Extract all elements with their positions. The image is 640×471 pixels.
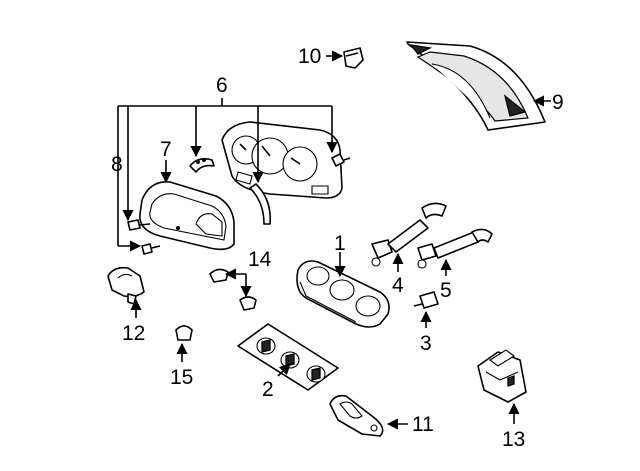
callout-7: 7	[160, 138, 172, 161]
leader-2	[277, 363, 291, 377]
part-3-clip	[413, 291, 439, 309]
callout-10: 10	[298, 45, 321, 68]
callout-14: 14	[248, 248, 272, 271]
part-6-instrument-cluster	[221, 121, 343, 199]
part-11-bezel	[329, 394, 384, 437]
part-4-cable-switch	[371, 202, 447, 267]
part-5-cable-switch	[417, 228, 493, 269]
part-12-socket	[107, 266, 145, 305]
callout-12: 12	[122, 322, 145, 345]
callout-8: 8	[111, 153, 123, 176]
part-9-lens	[406, 41, 546, 131]
part-6-bracket	[189, 158, 215, 173]
part-15-bulb	[175, 325, 193, 341]
part-2-knobs	[237, 323, 339, 391]
part-14-clips	[209, 268, 257, 311]
callout-4: 4	[392, 274, 404, 297]
leader-14	[224, 268, 252, 298]
part-10-cap	[343, 47, 364, 69]
part-1-control-panel	[296, 260, 390, 328]
callout-5: 5	[440, 279, 452, 302]
callout-13: 13	[502, 428, 525, 451]
part-6-screw	[331, 153, 351, 167]
part-13-switch-module	[477, 349, 527, 403]
callout-9: 9	[552, 91, 564, 114]
part-7-cluster-housing	[139, 181, 235, 251]
callout-1: 1	[334, 232, 346, 255]
callout-6: 6	[216, 74, 228, 97]
leader-6	[118, 98, 338, 222]
callout-11: 11	[412, 413, 434, 436]
part-8-screws	[127, 219, 161, 255]
callout-3: 3	[420, 332, 432, 355]
callout-2: 2	[262, 378, 274, 401]
leader-8	[117, 106, 142, 252]
callout-15: 15	[170, 366, 193, 389]
part-6-trim-strip	[249, 183, 272, 225]
